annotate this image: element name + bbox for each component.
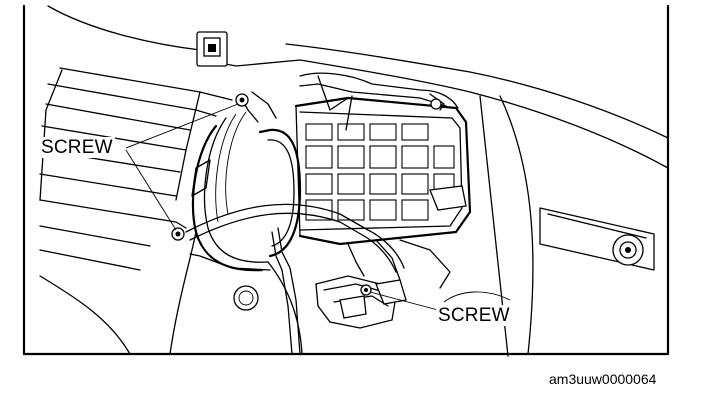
illustration-frame bbox=[22, 4, 670, 356]
screw-callout-right: SCREW bbox=[436, 305, 512, 326]
screw-right bbox=[360, 284, 372, 296]
filter-grille bbox=[294, 96, 472, 246]
air-duct-louvers bbox=[39, 67, 233, 355]
side-panel bbox=[539, 207, 655, 271]
leader-line-right bbox=[369, 291, 439, 311]
figure-code: am3uuw0000064 bbox=[549, 371, 657, 387]
blower-motor-assembly bbox=[315, 239, 451, 329]
upper-housing bbox=[299, 72, 459, 131]
leader-line-lower bbox=[125, 149, 177, 231]
screw-lower-left bbox=[171, 227, 185, 241]
lower-housing bbox=[169, 231, 303, 355]
connector-clip-top bbox=[196, 31, 228, 67]
blower-housing bbox=[191, 111, 302, 272]
callout-arc bbox=[443, 291, 511, 303]
leader-line-upper bbox=[125, 103, 239, 149]
dashboard-right-contour bbox=[285, 43, 669, 139]
screw-upper-left bbox=[235, 93, 249, 107]
dashboard-top-edge bbox=[47, 5, 471, 93]
screw-callout-left: SCREW bbox=[39, 137, 115, 158]
